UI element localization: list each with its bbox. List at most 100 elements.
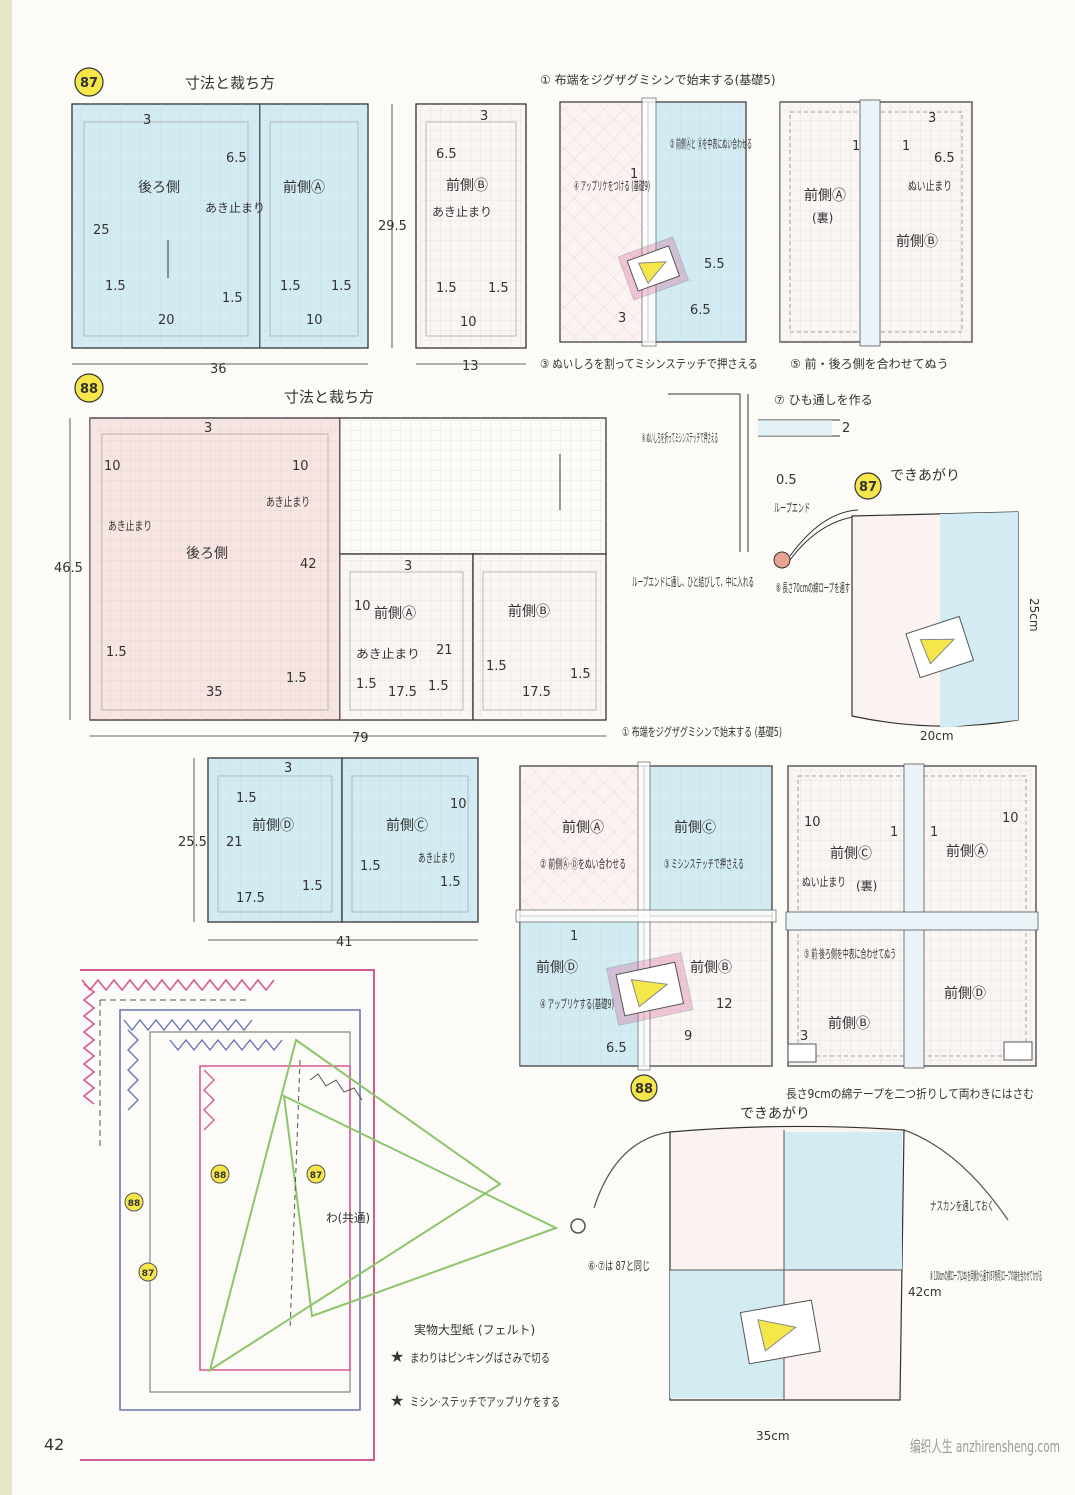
p88-a2-1: 1 (890, 825, 898, 840)
p87-drawstring-detail (668, 393, 861, 569)
p88-height-total: 46.5 (54, 561, 83, 576)
p87-finished-badge: 87 (854, 472, 882, 500)
p87-a2-ura: (裏) (812, 210, 833, 225)
p88-a2-a: 前側Ⓐ (946, 843, 988, 860)
pattern-badge-88: 88 (210, 1164, 230, 1184)
p87-loop-end: ループエンド (774, 501, 810, 515)
page-edge (0, 0, 12, 1495)
p88-title: 寸法と裁ち方 (284, 388, 374, 406)
p88-a2-c: 前側Ⓒ (830, 845, 872, 862)
p88-a1-c: 前側Ⓒ (674, 819, 716, 836)
p88-tape: 長さ9cmの綿テープを二つ折りして両わきにはさむ (786, 1086, 1034, 1101)
svg-text:87: 87 (310, 1171, 323, 1181)
p88-frontC-opening: あき止まり (418, 851, 456, 865)
p87-d-one: 1 (630, 167, 638, 182)
p88-back-opening-r: あき止まり (266, 495, 310, 509)
p87-d-55: 5.5 (704, 257, 725, 272)
p87-a2-65: 6.5 (934, 151, 955, 166)
p88-frontB-seam-r: 1.5 (570, 667, 591, 682)
p87-cut-back (71, 103, 261, 349)
p88-a1-one: 1 (570, 929, 578, 944)
p88-frontC-seam-r: 1.5 (440, 875, 461, 890)
p88-a1-a: 前側Ⓐ (562, 819, 604, 836)
p87-finished-h: 25cm (1027, 598, 1041, 632)
p87-d-65: 6.5 (690, 303, 711, 318)
p88-frontC-seam-l: 1.5 (360, 859, 381, 874)
p88-cut-frontB (472, 553, 607, 721)
p87-a2-one-b: 1 (902, 139, 910, 154)
p88-frontC-name: 前側Ⓒ (386, 817, 428, 834)
p88-frontA-opening: あき止まり (356, 647, 420, 661)
p88-cut-frontA (339, 553, 474, 721)
p88-a2-10: 10 (804, 815, 821, 830)
p87-back-seam-l: 1.5 (105, 279, 126, 294)
p87-frontB-opening: あき止まり (432, 205, 492, 219)
p87-frontB-seam-r: 1.5 (488, 281, 509, 296)
p88-frontA-height: 21 (436, 643, 453, 658)
felt-pattern (80, 969, 559, 1461)
p88-back-name: 後ろ側 (186, 546, 228, 562)
p87-loop-note: ループエンドに通し、ひと結びして、中に入れる (632, 574, 754, 589)
p87-step6: ⑥ ぬいしろを折ってミシンステッチで押さえる (642, 430, 718, 445)
p87-cut-frontB (415, 103, 527, 349)
p87-assembly-2 (779, 99, 973, 347)
p87-step8: ⑧ 長さ70cmの綿ロープを通す (776, 581, 850, 595)
svg-text:88: 88 (635, 1082, 653, 1097)
pattern-badge-87: 87 (306, 1164, 326, 1184)
p88-frontD-name: 前側Ⓓ (252, 817, 294, 834)
pattern-title: 実物大型紙 (フェルト) (414, 1322, 535, 1337)
p88-assembly-2 (785, 763, 1039, 1069)
p88-dc-height: 25.5 (178, 835, 207, 850)
p87-frontB-name: 前側Ⓑ (446, 177, 488, 194)
p87-step1: ① 布端をジグザグミシンで始末する(基礎5) (540, 73, 776, 87)
pattern-badge-88b: 88 (124, 1192, 144, 1212)
p88-back-bottom: 35 (206, 685, 223, 700)
p88-frontA-top: 3 (404, 559, 412, 574)
watermark: 编织人生 anzhirensheng.com (910, 1437, 1060, 1456)
p88-step1: ① 布端をジグザグミシンで始末する (基礎5) (622, 725, 782, 739)
p87-back-name: 後ろ側 (138, 180, 180, 196)
p88-frontB-name: 前側Ⓑ (508, 603, 550, 620)
p88-a1-b: 前側Ⓑ (690, 959, 732, 976)
p87-d-half: 0.5 (776, 473, 797, 488)
p87-step7: ⑦ ひも通しを作る (774, 393, 873, 407)
p87-back-side: 25 (93, 223, 110, 238)
svg-text:87: 87 (142, 1269, 155, 1279)
p88-step3: ③ ミシンステッチで押さえる (664, 857, 744, 871)
p88-back-opening-l: あき止まり (108, 519, 152, 533)
p88-frontA-d: 10 (354, 599, 371, 614)
p88-frontC-d: 10 (450, 797, 467, 812)
p88-a1-9: 9 (684, 1029, 692, 1044)
p88-finished-bag (570, 1125, 1009, 1401)
p87-d-2: 2 (842, 421, 850, 436)
p88-a1-d: 前側Ⓓ (536, 959, 578, 976)
p87-a2-one-a: 1 (852, 139, 860, 154)
p87-back-seam-r: 1.5 (222, 291, 243, 306)
p88-cut-back (89, 417, 607, 721)
p88-step67: ⑥·⑦は 87と同じ (588, 1259, 650, 1273)
p87-finished-bag (851, 511, 1019, 728)
p88-frontD-bottom: 17.5 (236, 891, 265, 906)
p88-finished: できあがり (740, 1106, 810, 1122)
p87-width-total: 36 (210, 362, 227, 377)
p88-a2-1b: 1 (930, 825, 938, 840)
p88-a1-65: 6.5 (606, 1041, 627, 1056)
p87-back-opening: あき止まり (205, 201, 265, 215)
p88-back-height: 42 (300, 557, 317, 572)
p88-back-right-d: 10 (292, 459, 309, 474)
pattern-fold: わ(共通) (326, 1211, 370, 1225)
page-number: 42 (44, 1435, 64, 1454)
pattern-badge-87b: 87 (138, 1262, 158, 1282)
p88-finished-w: 35cm (756, 1429, 790, 1443)
p88-frontB-seam-l: 1.5 (486, 659, 507, 674)
p87-cut-frontA (259, 103, 369, 349)
p88-back-top: 3 (204, 421, 212, 436)
p87-a2-fa: 前側Ⓐ (804, 187, 846, 204)
p87-badge: 87 (74, 67, 104, 97)
p88-cut-frontD (207, 757, 343, 923)
p88-a1-12: 12 (716, 997, 733, 1012)
p88-a2-ura: (裏) (856, 878, 877, 893)
svg-text:87: 87 (80, 76, 98, 91)
p88-a1-badge: 88 (630, 1074, 658, 1102)
